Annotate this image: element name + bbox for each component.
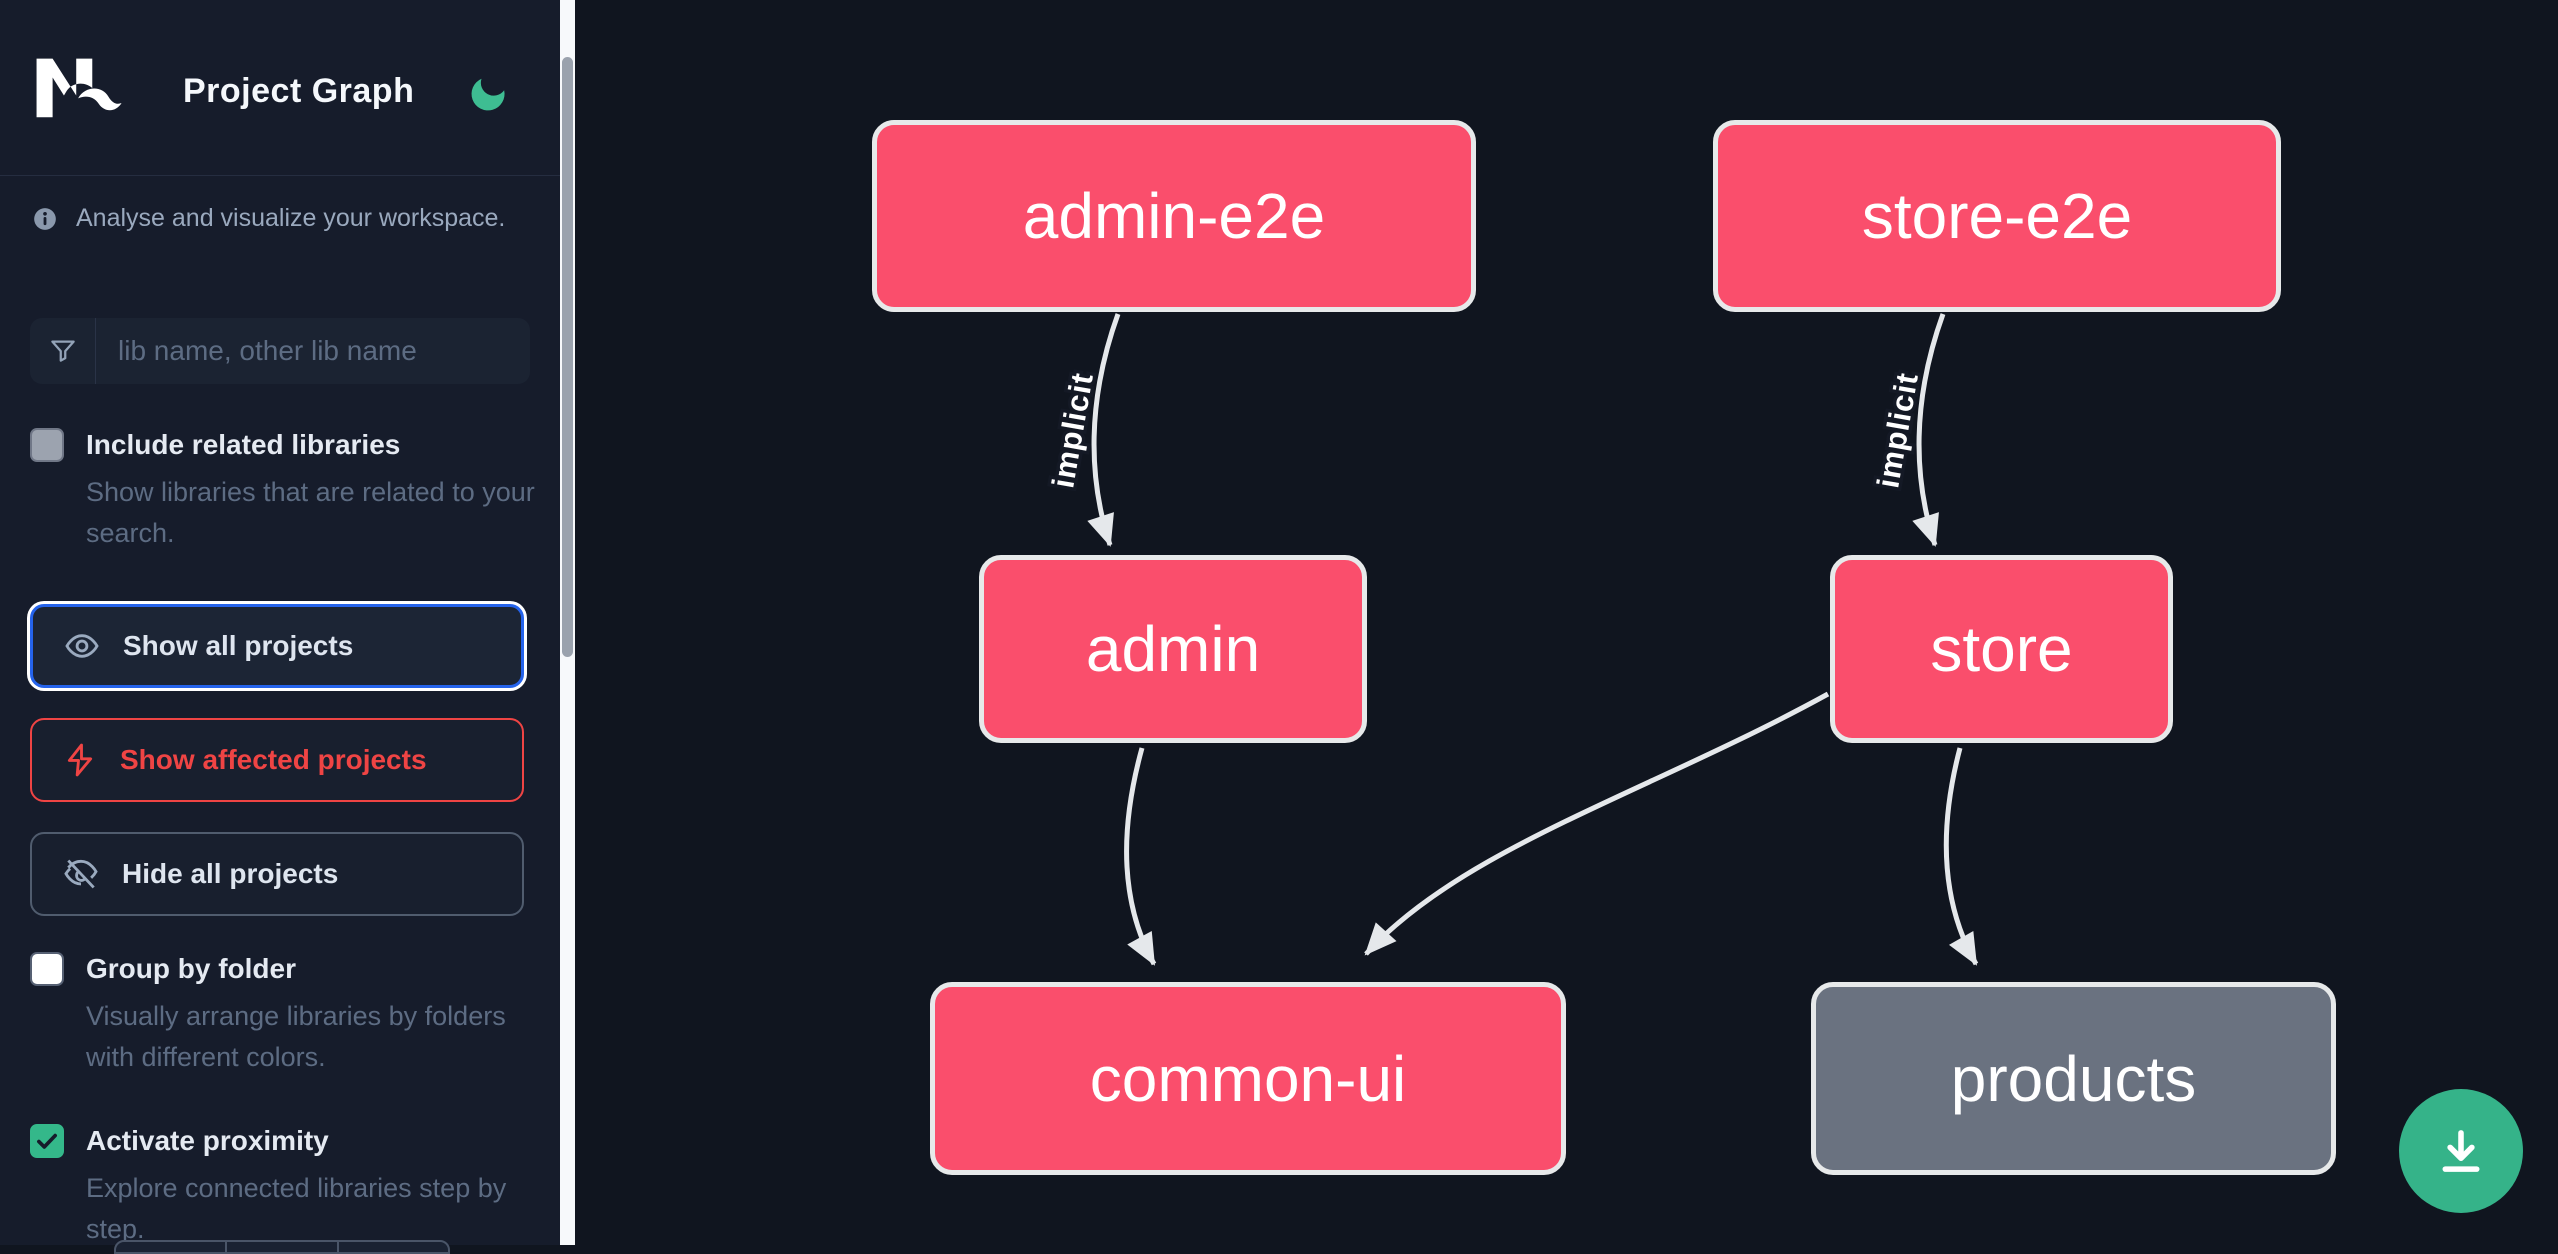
sidebar-scrollbar-track[interactable] [560, 0, 575, 1245]
show-all-projects-button[interactable]: Show all projects [30, 604, 524, 688]
group-by-folder-label: Group by folder [86, 953, 296, 984]
toggle-activate-proximity: Activate proximity Explore connected lib… [30, 1122, 535, 1250]
nx-logo [36, 58, 122, 118]
activate-proximity-description: Explore connected libraries step by step… [86, 1173, 507, 1244]
stepper-decrement[interactable] [116, 1242, 228, 1252]
toggle-include-related: Include related libraries Show libraries… [30, 426, 535, 554]
graph-node-admin-e2e[interactable]: admin-e2e [872, 120, 1476, 312]
toggle-group-by-folder: Group by folder Visually arrange librari… [30, 950, 535, 1078]
graph-node-store[interactable]: store [1830, 555, 2173, 743]
include-related-label: Include related libraries [86, 429, 401, 460]
download-image-button[interactable] [2399, 1089, 2523, 1213]
group-by-folder-description: Visually arrange libraries by folders wi… [86, 1001, 506, 1072]
sidebar: Project Graph Analyse and visualize your… [0, 0, 560, 1254]
search-input[interactable] [96, 318, 530, 384]
activate-proximity-checkbox[interactable] [30, 1124, 64, 1158]
lightning-bolt-icon [67, 743, 93, 777]
hide-all-projects-button[interactable]: Hide all projects [30, 832, 524, 916]
show-affected-projects-button[interactable]: Show affected projects [30, 718, 524, 802]
eye-off-icon [64, 859, 98, 889]
show-affected-projects-label: Show affected projects [120, 744, 427, 775]
eye-icon [65, 634, 99, 658]
graph-node-common-ui[interactable]: common-ui [930, 982, 1566, 1175]
include-related-checkbox[interactable] [30, 428, 64, 462]
search-box [30, 318, 530, 384]
proximity-stepper-partial[interactable] [114, 1240, 450, 1254]
hide-all-projects-label: Hide all projects [122, 858, 339, 889]
tagline-text: Analyse and visualize your workspace. [76, 204, 506, 232]
filter-funnel-icon [30, 318, 96, 384]
stepper-increment[interactable] [339, 1242, 448, 1252]
sidebar-scrollbar-thumb[interactable] [562, 57, 573, 657]
stepper-value [227, 1242, 339, 1252]
checkmark-icon [37, 1133, 57, 1149]
page-title: Project Graph [183, 72, 415, 110]
tagline-row: Analyse and visualize your workspace. [32, 204, 505, 233]
include-related-description: Show libraries that are related to your … [86, 477, 535, 548]
dark-mode-moon-icon[interactable] [466, 72, 510, 116]
download-icon [2442, 1130, 2480, 1172]
graph-node-products[interactable]: products [1811, 982, 2336, 1175]
activate-proximity-label: Activate proximity [86, 1125, 329, 1156]
show-all-projects-label: Show all projects [123, 630, 354, 661]
group-by-folder-checkbox[interactable] [30, 952, 64, 986]
graph-node-admin[interactable]: admin [979, 555, 1367, 743]
sidebar-header: Project Graph [0, 0, 560, 176]
graph-node-store-e2e[interactable]: store-e2e [1713, 120, 2281, 312]
info-icon [34, 207, 56, 230]
